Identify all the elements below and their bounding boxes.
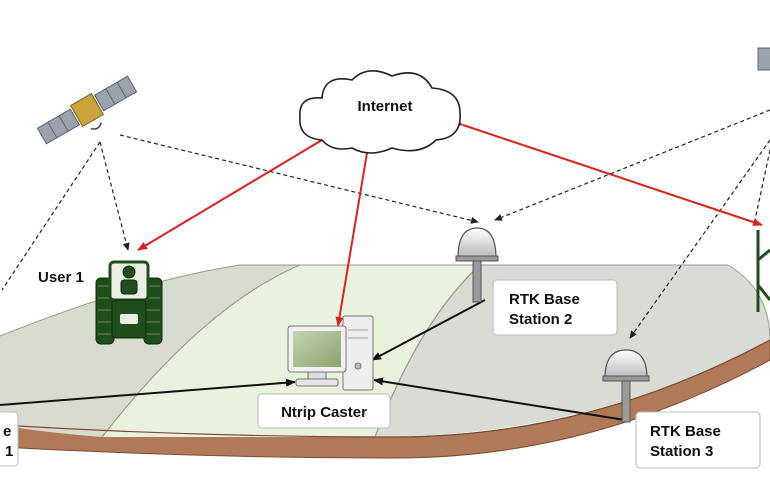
link-internet-user1: [137, 131, 332, 251]
link-internet-user2: [453, 118, 763, 226]
computer-icon: [287, 315, 374, 391]
internet-links: [137, 118, 763, 327]
base1-title-line2: 1: [5, 443, 13, 460]
user1-label: User 1: [38, 269, 84, 286]
signal-sat1-user1: [99, 141, 130, 251]
link-base1-caster: [0, 378, 296, 406]
satellite-icon: [36, 75, 138, 145]
base-station-3-label: RTK Base Station 3: [635, 411, 761, 469]
base3-title-line1: RTK Base: [650, 423, 721, 440]
base2-title-line1: RTK Base: [509, 291, 580, 308]
caster-links: [0, 299, 626, 421]
link-base3-caster: [373, 377, 626, 421]
gnss-antenna-icon: [455, 227, 499, 303]
link-internet-caster: [335, 137, 374, 327]
base-station-2-label: RTK Base Station 2: [492, 279, 618, 336]
cloud-icon: Internet: [299, 70, 461, 154]
tractor-icon: [95, 260, 163, 345]
ntrip-caster-title: Ntrip Caster: [281, 404, 367, 421]
signal-sat2-base2: [494, 109, 770, 221]
base1-title-line1: e: [3, 423, 11, 440]
signal-sat2-base3: [629, 139, 770, 339]
satellite-icon: [757, 47, 770, 71]
internet-label: Internet: [357, 98, 412, 115]
link-base2-caster: [371, 299, 486, 361]
base-station-1-label: e 1: [0, 411, 19, 467]
user2-figure: [756, 230, 770, 312]
base2-title-line2: Station 2: [509, 311, 572, 328]
ntrip-caster-label: Ntrip Caster: [257, 393, 391, 429]
base3-title-line2: Station 3: [650, 443, 713, 460]
gnss-antenna-icon: [602, 349, 650, 423]
signal-sat2-user2: [754, 149, 770, 221]
signal-sat1-base1: [1, 141, 101, 291]
